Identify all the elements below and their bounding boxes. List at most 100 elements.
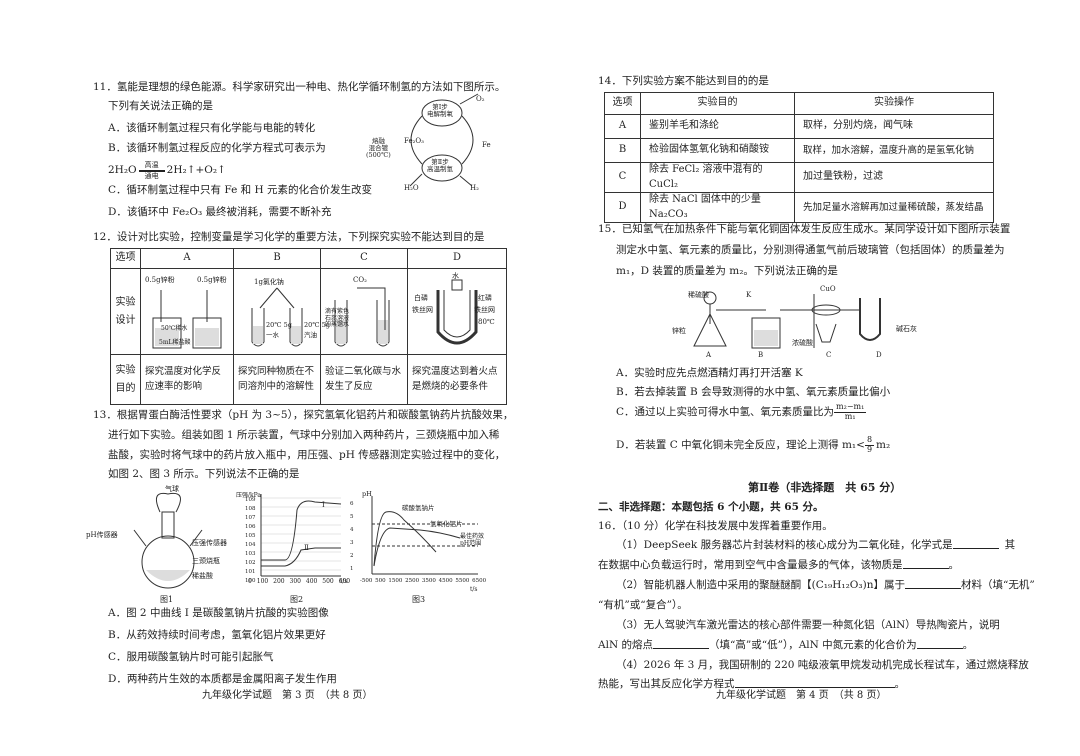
q12-purpose-c: 验证二氧化碳与水发生了反应	[320, 354, 408, 405]
q16-blank-6[interactable]	[734, 678, 895, 688]
q16-p2b: 材料（填“无机”	[960, 579, 1035, 591]
q15-c-text: C．通过以上实验可得水中氢、氧元素质量比为	[616, 405, 835, 418]
q15-zinc-label: 锌粒	[672, 327, 686, 335]
fig3-ytick: 3	[350, 540, 354, 546]
q13-fig1-press: 压强传感器	[192, 539, 227, 547]
q13-option-d: D．两种药片生效的本质都是金属阳离子发生作用	[108, 673, 337, 685]
q12-d-l3: 铁丝网	[412, 306, 433, 314]
q14-stem: 14．下列实验方案不能达到目的的是	[598, 75, 769, 87]
q12-a-l4: 5mL稀盐酸	[159, 339, 191, 346]
q14-row-c-operation: 加过量铁粉，过滤	[794, 162, 994, 193]
q15-label-c: C	[826, 351, 832, 359]
q11-ask: 下列有关说法正确的是	[108, 100, 213, 112]
q16-blank-4[interactable]	[652, 639, 709, 649]
q12-header-option: 选项	[110, 248, 141, 269]
q16-blank-1[interactable]	[952, 539, 999, 549]
q12-c-tubes	[334, 287, 390, 346]
q13-fig2-chart	[260, 494, 342, 577]
q16-p3-line2: AlN 的熔点（填“高”或“低”），AlN 中氮元素的化合价为。	[598, 638, 973, 653]
q16-p3b: AlN 的熔点	[598, 639, 653, 651]
eq-left: 2H₂O	[108, 164, 137, 177]
table-row: D 除去 NaCl 固体中的少量 Na₂CO₃ 先加足量水溶解再加过量稀硫酸，蒸…	[604, 192, 994, 223]
q13-option-a: A．图 2 中曲线 Ⅰ 是碳酸氢钠片抗酸的实验图像	[108, 607, 329, 619]
q12-design-d: 白磷 红磷 铁丝网 铁丝网 80℃ 水	[407, 268, 507, 355]
q11-fe-label: Fe	[482, 141, 491, 149]
eq-right: 2H₂↑+O₂↑	[166, 164, 226, 177]
part2-title: 第Ⅱ卷（非选择题 共 65 分）	[748, 481, 902, 494]
q15-cuo-label: CuO	[820, 285, 836, 293]
left-footer: 九年级化学试题 第 3 页 （共 8 页）	[202, 690, 373, 701]
q12-design-b: 1g氯化钠 20℃ 5g 一水 20℃ 5g 汽油	[233, 268, 330, 355]
q12-design-a: 0.5g锌粉 0.5g锌粉 50℃稀水 5mL稀盐酸	[140, 268, 234, 355]
q12-a-l1: 0.5g锌粉	[145, 276, 175, 284]
q13-fig2-xticks: 0 100 200 300 400 500 600	[248, 578, 350, 587]
fig2-xtick-4: 400	[305, 578, 318, 585]
q11-melt-label: 熔融 混合镀 (500℃)	[366, 137, 391, 160]
q13-fig3-best-range: 最佳药效 pH范围	[460, 533, 485, 547]
q16-p2a: （2）智能机器人制造中采用的聚醚醚酮【(C₁₉H₁₂O₃)n】属于	[616, 579, 905, 591]
right-footer: 九年级化学试题 第 4 页 （共 8 页）	[716, 690, 887, 701]
q15-c-den: m₁	[844, 411, 856, 421]
q12-c-l2: 滴有紫色 石蕊溶液 的蒸馏水	[325, 308, 350, 329]
q15-d-num: 8	[864, 435, 875, 446]
q12-table: 选项 A B C D 实验 设计 0.5g锌粉 0.5g锌粉 50℃稀水	[110, 248, 507, 405]
fig2-xtick-2: 200	[273, 578, 285, 585]
fig3-ytick: 1	[350, 566, 354, 572]
q12-purpose-d: 探究温度达到着火点是燃烧的必要条件	[407, 354, 507, 405]
q13-fig3-xunit: t/s	[470, 586, 478, 593]
q12-d-utube	[436, 279, 478, 344]
q12-header-b: B	[233, 248, 321, 269]
q16-blank-3[interactable]	[904, 579, 961, 589]
q14-row-d-purpose: 除去 NaCl 固体中的少量 Na₂CO₃	[640, 192, 795, 223]
fig2-ytick: 108	[245, 506, 256, 512]
q14-row-b-option: B	[604, 138, 641, 163]
q15-h2so4-label: 浓硫酸	[792, 339, 813, 347]
q13-fig1-balloon: 气球	[165, 485, 179, 493]
q16-p2-line1: （2）智能机器人制造中采用的聚醚醚酮【(C₁₉H₁₂O₃)n】属于 材料（填“无机…	[616, 578, 1035, 593]
q11-cycle-diagram	[409, 93, 479, 187]
fig3-ytick: 6	[350, 501, 354, 507]
fig3-xtick: 2500	[405, 578, 420, 584]
fig3-xtick: 5500	[455, 578, 470, 584]
q13-fig3-ylabel: pH	[362, 490, 372, 498]
part2-subtitle: 二、非选择题：本题包括 6 个小题，共 65 分。	[598, 501, 824, 513]
q15-d-post: m₂	[876, 438, 891, 451]
q15-label-b: B	[758, 351, 764, 359]
fig2-ytick: 102	[245, 560, 256, 566]
fig2-ytick: 109	[245, 497, 256, 503]
q16-p1a: （1）DeepSeek 服务器芯片封装材料的核心成分为二氧化硅，化学式是	[616, 539, 953, 551]
q12-header-c: C	[320, 248, 408, 269]
q15-apparatus	[693, 291, 881, 349]
q12-b-tubes	[251, 287, 303, 346]
q16-p2-line2: “有机”或“复合”）。	[598, 599, 688, 611]
fig3-xtick: -500	[360, 578, 373, 584]
right-page: 14．下列实验方案不能达到目的的是 选项 实验目的 实验操作 A 鉴别羊毛和涤纶…	[540, 0, 1080, 756]
q11-o2-label: O₂	[476, 95, 485, 103]
q15-lime-label: 碱石灰	[896, 325, 917, 333]
q16-blank-5[interactable]	[916, 639, 963, 649]
q12-purpose-a: 探究温度对化学反应速率的影响	[140, 354, 234, 405]
q15-option-a: A．实验时应先点燃酒精灯再打开活塞 K	[616, 367, 803, 379]
q14-row-b-operation: 取样，加水溶解，温度升高的是氢氧化钠	[794, 138, 994, 163]
q15-d-text: D．若装置 C 中氧化铜未完全反应，理论上测得 m₁<	[616, 438, 865, 451]
q16-p4b: 热能，写出其反应化学方程式	[598, 678, 735, 690]
q13-fig2-curve2: Ⅱ	[304, 544, 309, 552]
eq-cond-bottom: 通电	[144, 172, 159, 180]
q13-fig3-xticks: -500 500 1500 2500 3500 4500 5500 6500	[360, 578, 486, 586]
q12-a-l2: 0.5g锌粉	[197, 276, 227, 284]
q16-p1d: 。	[948, 559, 960, 571]
q15-acid-label: 稀硫酸	[688, 291, 709, 299]
q11-option-b: B．该循环制氢过程反应的化学方程式可表示为	[108, 142, 326, 154]
fig2-xtick-0: 0	[248, 578, 252, 585]
q13-fig1-caption: 图1	[160, 595, 174, 604]
fig2-ytick: 105	[245, 533, 256, 539]
q16-blank-2[interactable]	[902, 559, 949, 569]
q13-fig3-series1: 碳酸氢钠片	[402, 504, 435, 512]
q16-p4c: 。	[894, 678, 906, 690]
fig2-ytick: 103	[245, 551, 256, 557]
q16-p3c: （填“高”或“低”），AlN 中氮元素的化合价为	[708, 639, 917, 651]
q13-stem-4: 如图 2、图 3 所示。下列说法不正确的是	[108, 468, 300, 480]
table-row: C 除去 FeCl₂ 溶液中混有的 CuCl₂ 加过量铁粉，过滤	[604, 162, 994, 193]
q14-row-b-purpose: 检验固体氢氧化钠和硝酸铵	[640, 138, 795, 163]
